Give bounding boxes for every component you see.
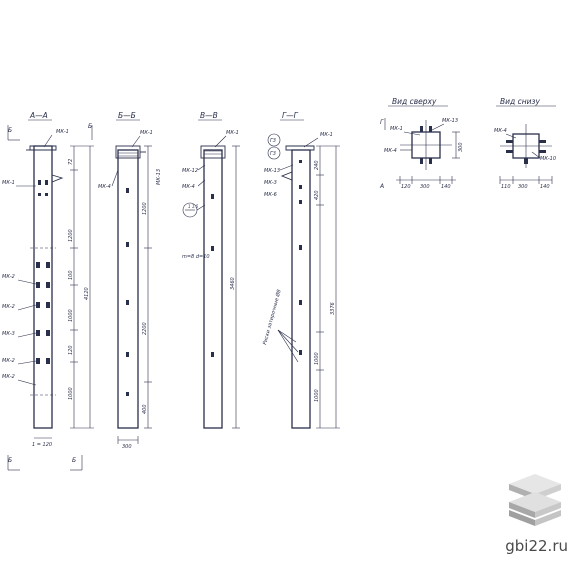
mark-label: МК-2 <box>2 358 15 364</box>
mark-label: МК-3 <box>2 331 15 337</box>
bottom-dimension: 300 <box>122 444 132 450</box>
dimension: 300 <box>420 184 430 190</box>
section-g-g: Г—Г Г3 Г3 МК-1 МК-13 МК-3 МК-6 Риски зат… <box>261 111 340 429</box>
mark-label: МК-1 <box>390 126 403 132</box>
section-a-a: А—А Б Б МК-1 МК-1 МК-2 МК- <box>2 111 94 471</box>
mark-label: МК-13 <box>442 118 458 124</box>
dimension: 400 <box>142 404 148 414</box>
mark-label: МК-1 <box>140 130 153 136</box>
dimension: 110 <box>501 184 511 190</box>
mark-label: МК-13 <box>156 169 162 185</box>
dimension: 140 <box>540 184 550 190</box>
view-top: Вид сверху Г МК-1 МК-13 МК-4 300 120 300… <box>379 97 464 190</box>
dimension: 100 <box>68 270 74 280</box>
dimension: 300 <box>518 184 528 190</box>
view-bottom: Вид снизу МК-4 МК-10 110 300 140 <box>494 97 556 190</box>
dimension-total: 3376 <box>330 302 336 315</box>
section-v-title: В—В <box>200 111 218 120</box>
dimension: 1000 <box>314 352 320 365</box>
cut-marker: Г <box>380 119 384 126</box>
section-b-b: Б—Б МК-1 МК-4 МК-13 1200 2200 400 300 <box>98 111 162 450</box>
mark-label: МК-6 <box>264 192 277 198</box>
mark-label: МК-1 <box>320 132 333 138</box>
dimension: 120 <box>68 345 74 355</box>
section-b-title: Б—Б <box>118 111 136 120</box>
mark-label: МК-10 <box>540 156 556 162</box>
mark-label: МК-4 <box>182 184 195 190</box>
cut-marker: А <box>379 183 384 190</box>
mark-label: МК-12 <box>182 168 198 174</box>
mark-label: МК-3 <box>264 180 277 186</box>
dimension: 120 <box>401 184 411 190</box>
view-bottom-title: Вид снизу <box>500 97 540 106</box>
dimension: 420 <box>314 190 320 200</box>
section-a-title: А—А <box>29 111 48 120</box>
dimension: 1000 <box>68 309 74 322</box>
dimension: 1200 <box>142 202 148 215</box>
mark-label: МК-4 <box>98 184 111 190</box>
detail-callout: Г3 <box>270 151 276 157</box>
mark-label: МК-1 <box>56 129 69 135</box>
mark-label: МК-2 <box>2 304 15 310</box>
cut-marker: Б <box>8 457 12 464</box>
dimension: 140 <box>441 184 451 190</box>
dimension: 1200 <box>68 229 74 242</box>
mark-label: МК-2 <box>2 374 15 380</box>
cut-marker: Б <box>88 123 92 130</box>
dimension: 72 <box>68 159 74 165</box>
cut-marker: Б <box>8 127 12 134</box>
section-g-title: Г—Г <box>282 111 299 120</box>
dimension: 2200 <box>142 322 148 335</box>
dimension: 1000 <box>68 387 74 400</box>
dimension: 300 <box>458 142 464 152</box>
brand-site-text[interactable]: gbi22.ru <box>505 537 568 555</box>
mark-label: МК-2 <box>2 274 15 280</box>
dimension-total: 4120 <box>84 287 90 300</box>
note-text: m=8 d=10 <box>182 254 210 260</box>
slanted-note: Риски затирочные Ø8 <box>261 289 283 346</box>
bottom-dimension: 1 = 120 <box>32 442 52 448</box>
brand-logo-icon <box>509 474 561 526</box>
cut-marker: Б <box>72 457 76 464</box>
mark-label: МК-1 <box>2 180 15 186</box>
mark-label: МК-4 <box>384 148 397 154</box>
dimension: 1000 <box>314 389 320 402</box>
view-top-title: Вид сверху <box>392 97 437 106</box>
detail-callout: 1 1:5 <box>188 204 199 209</box>
mark-label: МК-4 <box>494 128 507 134</box>
section-v-v: В—В МК-1 МК-12 МК-4 1 1:5 m=8 d=10 3460 <box>182 111 240 429</box>
mark-label: МК-1 <box>226 130 239 136</box>
dimension: 3460 <box>230 277 236 290</box>
detail-callout: Г3 <box>270 138 276 144</box>
dimension: 240 <box>314 160 320 170</box>
mark-label: МК-13 <box>264 168 280 174</box>
